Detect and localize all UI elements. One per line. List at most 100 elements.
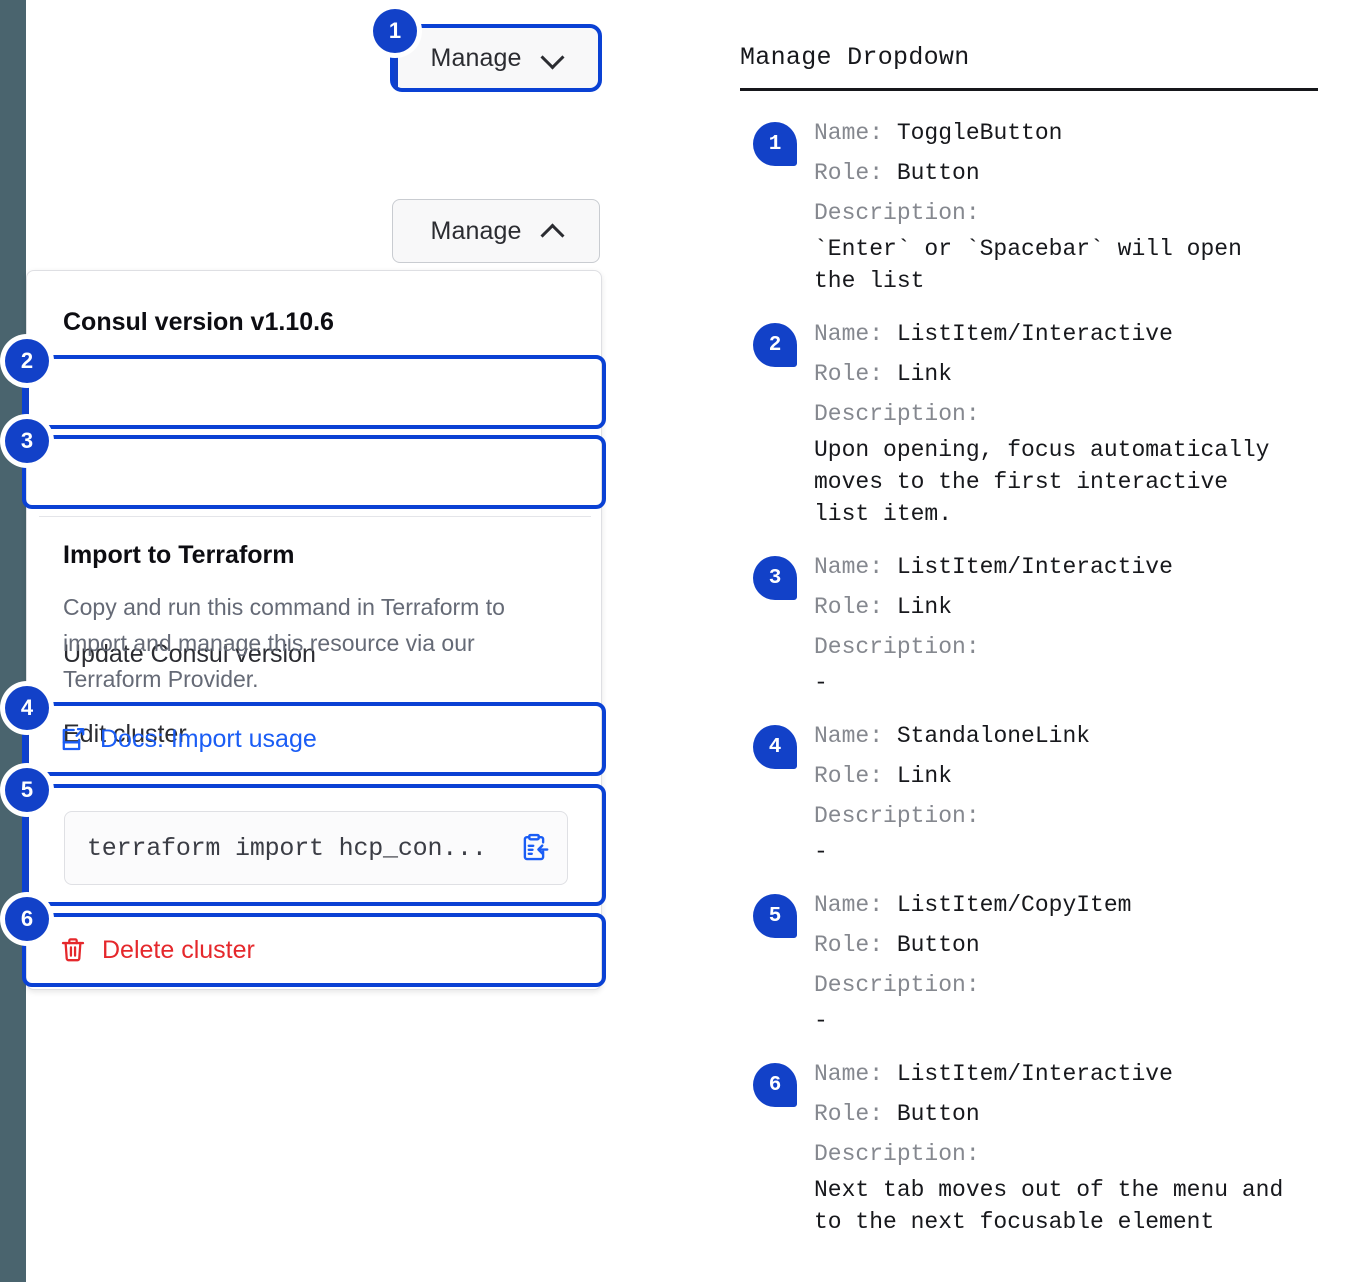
annotation-description-label: Description: — [814, 803, 994, 829]
delete-cluster-content: Delete cluster — [60, 936, 255, 965]
consul-version-heading: Consul version v1.10.6 — [63, 308, 334, 336]
legend-title: Manage Dropdown — [740, 43, 970, 72]
annotation-role-value: Button — [896, 160, 980, 186]
manage-toggle-button-expanded[interactable]: Manage — [392, 199, 600, 263]
left-pane: Manage Manage Consul version v1.10.6 Upd… — [0, 0, 700, 1282]
badge-6: 6 — [5, 897, 49, 941]
annotation-description-body: - — [814, 1008, 828, 1034]
annotation-name-value: ListItem/Interactive — [896, 1061, 1173, 1087]
annotation-name-label: Name: — [814, 554, 897, 580]
manage-toggle-label: Manage — [430, 43, 522, 72]
terraform-command-text: terraform import hcp_con... — [87, 833, 487, 863]
delete-cluster-label: Delete cluster — [102, 935, 255, 964]
trash-icon — [61, 938, 85, 962]
menu-item-delete-cluster[interactable]: Delete cluster — [22, 913, 606, 987]
annotation-badge-2: 2 — [753, 323, 797, 367]
annotation-role: Role: Button — [814, 925, 1340, 965]
badge-2: 2 — [5, 339, 49, 383]
annotation-role: Role: Button — [814, 153, 1340, 193]
import-to-terraform-heading: Import to Terraform — [63, 541, 295, 569]
left-edge-bar — [0, 0, 26, 1282]
annotation-role-label: Role: — [814, 763, 897, 789]
annotation-role-value: Link — [896, 763, 953, 789]
annotation-role: Role: Link — [814, 587, 1340, 627]
annotation-description: Description: — [814, 627, 1340, 667]
badge-connector-4 — [25, 730, 29, 768]
badge-3: 3 — [5, 419, 49, 463]
annotation-description: Description: — [814, 1134, 1340, 1174]
badge-4: 4 — [5, 686, 49, 730]
annotation-description-body: `Enter` or `Spacebar` will open the list — [814, 236, 1242, 294]
annotation-description: Description: — [814, 193, 1340, 233]
annotation-description-body: - — [814, 839, 828, 865]
annotation-description-label: Description: — [814, 200, 994, 226]
import-description-text: Copy and run this command in Terraform t… — [63, 594, 505, 692]
menu-item-update-consul-version[interactable] — [22, 355, 606, 429]
annotation-description-body: Next tab moves out of the menu and to th… — [814, 1177, 1284, 1235]
annotation-role-label: Role: — [814, 1101, 897, 1127]
annotation-name-value: ToggleButton — [896, 120, 1063, 146]
annotation-description-label: Description: — [814, 972, 994, 998]
annotation-name: Name: ListItem/Interactive — [814, 547, 1340, 587]
annotation-role-value: Link — [896, 594, 953, 620]
annotation-name: Name: ListItem/Interactive — [814, 314, 1340, 354]
annotation-name-label: Name: — [814, 120, 897, 146]
annotation-badge-5: 5 — [753, 894, 797, 938]
menu-item-update-consul-version-text: Update Consul version — [63, 640, 316, 668]
annotation-name-value: ListItem/CopyItem — [896, 892, 1132, 918]
badge-connector-1 — [394, 53, 398, 89]
badge-connector-5 — [25, 812, 29, 897]
annotation-name-label: Name: — [814, 892, 897, 918]
annotation-badge-6: 6 — [753, 1063, 797, 1107]
badge-5: 5 — [5, 768, 49, 812]
annotation-name: Name: ListItem/CopyItem — [814, 885, 1340, 925]
menu-item-edit-cluster[interactable] — [22, 435, 606, 509]
docs-external-link-icon — [62, 727, 85, 750]
docs-link-label: Docs: Import usage — [100, 724, 317, 753]
annotation-description-label: Description: — [814, 1141, 994, 1167]
menu-divider — [39, 516, 591, 517]
annotation-role: Role: Link — [814, 354, 1340, 394]
annotation-role-label: Role: — [814, 160, 897, 186]
annotation-description: Description: — [814, 394, 1340, 434]
annotation-badge-3: 3 — [753, 556, 797, 600]
annotation-description-body: - — [814, 670, 828, 696]
annotation-role-label: Role: — [814, 594, 897, 620]
annotation-name-value: StandaloneLink — [896, 723, 1091, 749]
annotation-description-label: Description: — [814, 634, 994, 660]
annotation-role-label: Role: — [814, 361, 897, 387]
manage-toggle-button-focused[interactable]: Manage — [390, 24, 602, 92]
annotation-name-label: Name: — [814, 1061, 897, 1087]
menu-item-docs-import-usage[interactable]: Docs: Import usage — [22, 702, 606, 776]
annotation-description-body: Upon opening, focus automatically moves … — [814, 437, 1270, 527]
annotation-name: Name: ToggleButton — [814, 113, 1340, 153]
badge-1: 1 — [373, 9, 417, 53]
terraform-command-field[interactable]: terraform import hcp_con... — [64, 811, 568, 885]
annotation-role-value: Button — [896, 1101, 980, 1127]
annotation-role: Role: Link — [814, 756, 1340, 796]
clipboard-copy-icon[interactable] — [519, 833, 549, 863]
annotation-name: Name: StandaloneLink — [814, 716, 1340, 756]
badge-connector-2 — [25, 383, 29, 419]
annotation-name-label: Name: — [814, 723, 897, 749]
manage-toggle-label-expanded: Manage — [430, 216, 522, 245]
annotation-description: Description: — [814, 796, 1340, 836]
annotation-badge-4: 4 — [753, 725, 797, 769]
annotation-name-label: Name: — [814, 321, 897, 347]
annotation-role-label: Role: — [814, 932, 897, 958]
annotation-name-value: ListItem/Interactive — [896, 321, 1173, 347]
annotation-description: Description: — [814, 965, 1340, 1005]
annotation-role: Role: Button — [814, 1094, 1340, 1134]
menu-item-copy-terraform-command[interactable]: terraform import hcp_con... — [22, 784, 606, 906]
annotation-role-value: Link — [896, 361, 953, 387]
annotation-name: Name: ListItem/Interactive — [814, 1054, 1340, 1094]
chevron-up-icon — [543, 222, 561, 240]
legend-divider — [740, 88, 1318, 91]
annotation-name-value: ListItem/Interactive — [896, 554, 1173, 580]
